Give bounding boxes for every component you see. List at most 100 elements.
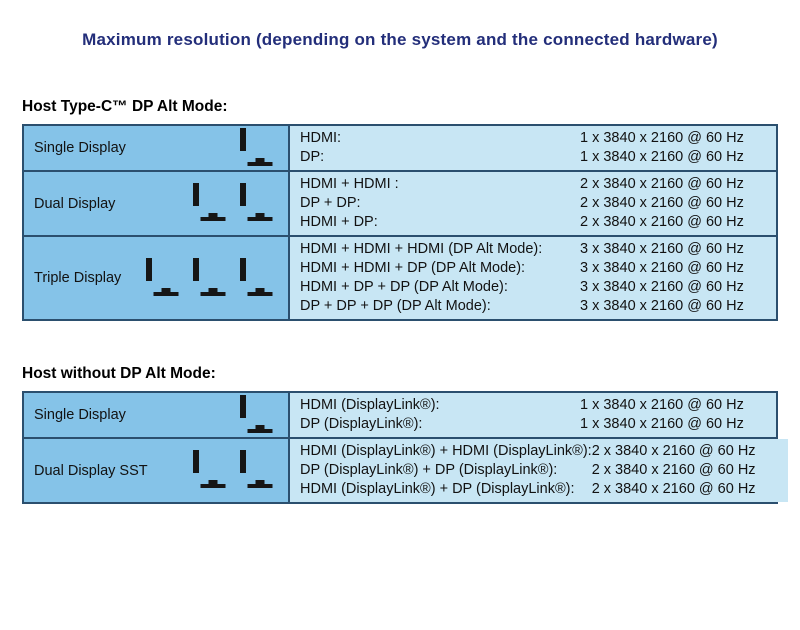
resolution-value: 2 x 3840 x 2160 @ 60 Hz [580,195,744,211]
table-row: Single Display HDMI (DisplayLink®): 1 x 38… [24,393,776,437]
table-row: Dual Display HDMI + HDMI : 2 x 3840 x 2160… [24,170,776,235]
monitor-base [247,161,273,166]
monitor-neck [255,157,265,162]
display-config-label: Dual Display SST [34,462,148,479]
resolution-value: 3 x 3840 x 2160 @ 60 Hz [580,279,744,295]
monitor-base [247,217,273,221]
connection-line: HDMI (DisplayLink®): 1 x 3840 x 2160 @ 60… [300,396,768,415]
connection-cell: HDMI (DisplayLink®): 1 x 3840 x 2160 @ 60… [290,393,776,437]
monitor-icon [240,183,280,221]
display-config-cell: Single Display [24,393,290,437]
connection-label: DP + DP: [300,195,361,211]
connection-line: HDMI + HDMI + DP (DP Alt Mode): 3 x 3840 … [300,259,768,278]
resolution-value: 3 x 3840 x 2160 @ 60 Hz [580,241,744,257]
monitor-neck [255,287,265,292]
monitor-neck [255,480,265,484]
connection-line: HDMI + HDMI + HDMI (DP Alt Mode): 3 x 384… [300,240,768,259]
display-config-cell: Dual Display [24,172,290,235]
connection-label: HDMI + DP + DP (DP Alt Mode): [300,279,508,295]
monitor-screen [193,183,199,206]
connection-label: HDMI (DisplayLink®): [300,397,440,413]
connection-label: DP (DisplayLink®): [300,416,423,432]
connection-line: HDMI:1 x 3840 x 2160 @ 60 Hz [300,129,768,148]
section-heading-dp-alt-mode: Host Type-C™ DP Alt Mode: [22,98,228,115]
connection-line: DP (DisplayLink®) + DP (DisplayLink®): 2 … [300,461,780,480]
section-dp-alt-mode: Host Type-C™ DP Alt Mode: Single Display… [22,98,778,321]
connection-label: HDMI (DisplayLink®) + DP (DisplayLink®): [300,481,575,497]
monitor-base [247,428,273,433]
display-config-cell: Dual Display SST [24,439,290,502]
connection-cell: HDMI + HDMI + HDMI (DP Alt Mode): 3 x 384… [290,237,776,319]
monitor-base [247,484,273,488]
connection-line: DP (DisplayLink®): 1 x 3840 x 2160 @ 60 H… [300,415,768,434]
monitor-icon [240,127,280,166]
monitor-icons-group [146,257,280,296]
resolution-value: 3 x 3840 x 2160 @ 60 Hz [580,298,744,314]
monitor-neck [255,213,265,217]
monitor-icon [193,183,233,221]
resolution-value: 2 x 3840 x 2160 @ 60 Hz [580,176,744,192]
display-config-cell: Single Display [24,126,290,170]
section-without-dp-alt-mode: Host without DP Alt Mode: Single Display… [22,365,788,504]
resolution-table-dp-alt-mode: Single Display HDMI:1 x 3840 x 2160 @ 60 … [22,124,778,321]
monitor-screen [240,450,246,473]
connection-label: HDMI + HDMI : [300,176,399,192]
monitor-base [153,291,179,296]
connection-line: HDMI (DisplayLink®) + DP (DisplayLink®):… [300,480,780,499]
display-config-label: Single Display [34,140,126,156]
monitor-icon [240,257,280,296]
monitor-screen [193,257,199,281]
monitor-icons-group [193,450,280,488]
resolution-table-without-dp-alt-mode: Single Display HDMI (DisplayLink®): 1 x 38… [22,391,788,504]
display-config-label: Single Display [34,407,126,423]
connection-line: HDMI + HDMI : 2 x 3840 x 2160 @ 60 Hz [300,175,768,194]
connection-line: HDMI (DisplayLink®) + HDMI (DisplayLink®… [300,442,780,461]
monitor-screen [193,450,199,473]
monitor-neck [161,287,171,292]
monitor-icons-group [240,394,280,433]
resolution-value: 3 x 3840 x 2160 @ 60 Hz [580,260,744,276]
monitor-screen [240,394,246,418]
resolution-value: 1 x 3840 x 2160 @ 60 Hz [580,130,744,146]
monitor-icons-group [240,127,280,166]
monitor-icons-group [193,183,280,221]
table-row: Triple Display HDMI + HDMI + HDMI (DP Alt… [24,235,776,319]
resolution-value: 1 x 3840 x 2160 @ 60 Hz [580,416,744,432]
resolution-value: 2 x 3840 x 2160 @ 60 Hz [591,462,756,478]
monitor-base [200,484,226,488]
monitor-base [247,291,273,296]
connection-label: HDMI + HDMI + HDMI (DP Alt Mode): [300,241,543,257]
resolution-value: 1 x 3840 x 2160 @ 60 Hz [580,397,744,413]
monitor-screen [240,257,246,281]
table-row: Single Display HDMI:1 x 3840 x 2160 @ 60 … [24,126,776,170]
connection-label: HDMI + DP: [300,214,378,230]
monitor-neck [208,287,218,292]
connection-line: HDMI + DP + DP (DP Alt Mode): 3 x 3840 x … [300,278,768,297]
connection-label: DP (DisplayLink®) + DP (DisplayLink®): [300,462,558,478]
connection-cell: HDMI (DisplayLink®) + HDMI (DisplayLink®… [290,439,788,502]
monitor-icon [240,394,280,433]
page: Maximum resolution (depending on the sys… [0,30,800,630]
connection-line: DP + DP: 2 x 3840 x 2160 @ 60 Hz [300,194,768,213]
display-config-label: Triple Display [34,270,122,286]
monitor-neck [208,480,218,484]
monitor-screen [146,257,152,281]
monitor-screen [240,127,246,151]
monitor-icon [193,450,233,488]
monitor-icon [193,257,233,296]
page-title: Maximum resolution (depending on the sys… [82,30,718,49]
resolution-value: 2 x 3840 x 2160 @ 60 Hz [591,481,756,497]
monitor-icon [240,450,280,488]
connection-label: HDMI + HDMI + DP (DP Alt Mode): [300,260,526,276]
display-config-label: Dual Display [34,195,116,212]
monitor-base [200,291,226,296]
connection-label: HDMI (DisplayLink®) + HDMI (DisplayLink®… [300,443,592,459]
monitor-neck [208,213,218,217]
monitor-screen [240,183,246,206]
connection-label: DP: [300,149,325,165]
connection-line: HDMI + DP:2 x 3840 x 2160 @ 60 Hz [300,213,768,232]
resolution-value: 2 x 3840 x 2160 @ 60 Hz [591,443,756,459]
table-row: Dual Display SST HDMI (DisplayLink®) + HD… [24,437,788,502]
